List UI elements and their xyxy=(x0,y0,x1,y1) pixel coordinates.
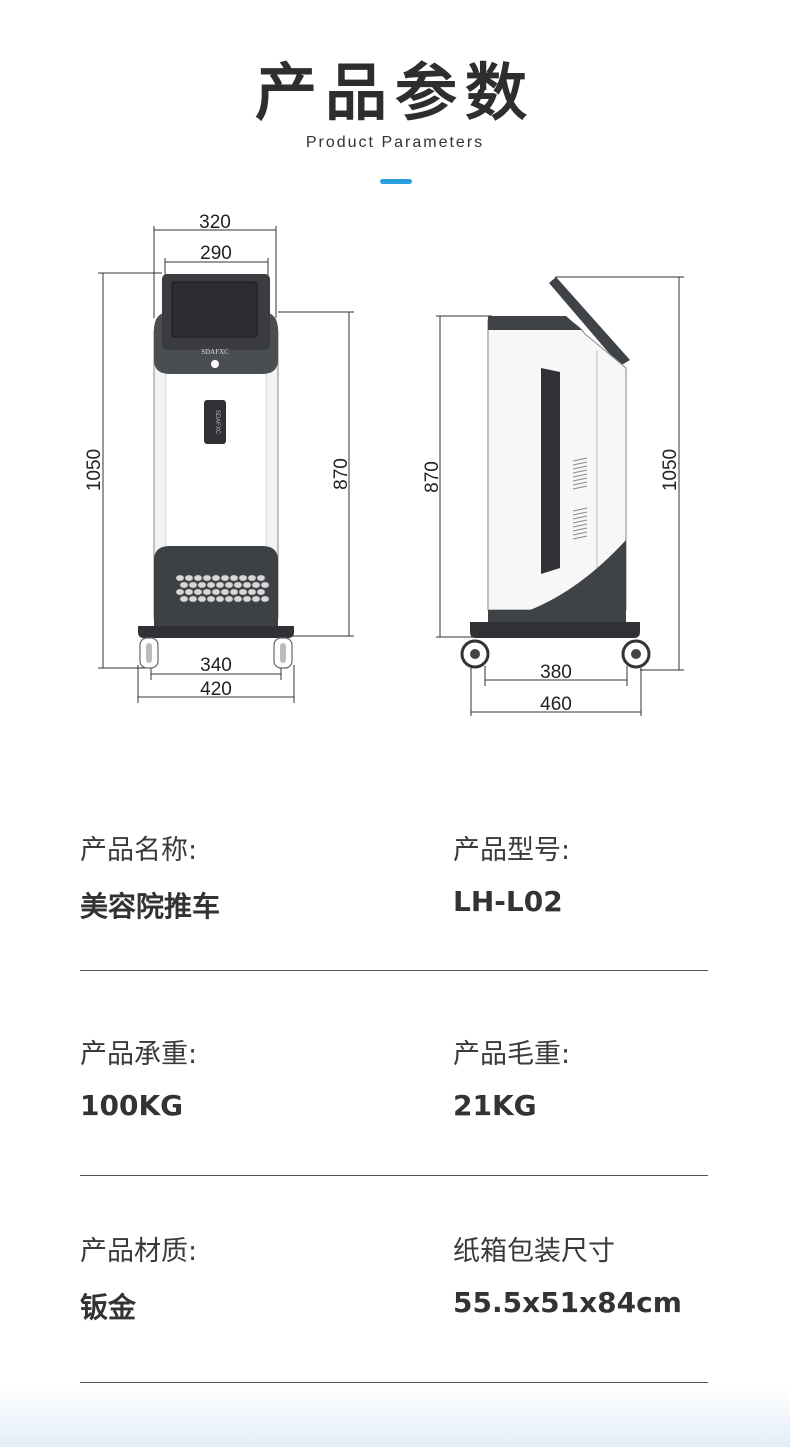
front-dim-height-total: 1050 xyxy=(84,449,105,491)
side-dim-base-inner: 380 xyxy=(540,662,572,683)
divider xyxy=(80,970,708,971)
param-label: 纸箱包装尺寸 xyxy=(453,1236,615,1267)
side-dim-height-body: 870 xyxy=(422,461,443,493)
param-value: 21KG xyxy=(453,1089,537,1122)
side-dim-height-total: 1050 xyxy=(660,449,681,491)
param-carton-size: 纸箱包装尺寸 55.5x51x84cm xyxy=(453,1229,753,1319)
page-title: 产品参数 xyxy=(254,56,535,129)
param-value: 55.5x51x84cm xyxy=(453,1286,682,1319)
front-view: 320 290 340 420 1050 870 SDAFXC SDAFXC xyxy=(84,212,354,703)
front-dim-top-outer: 320 xyxy=(199,212,231,233)
front-dim-base-inner: 340 xyxy=(200,655,232,676)
title-accent-bar xyxy=(380,179,412,184)
side-dim-base-outer: 460 xyxy=(540,694,572,715)
front-brand-label: SDAFXC xyxy=(201,348,229,356)
param-label: 产品承重: xyxy=(80,1039,198,1070)
param-label: 产品型号: xyxy=(453,835,571,866)
param-value: 美容院推车 xyxy=(80,890,221,923)
param-label: 产品毛重: xyxy=(453,1039,571,1070)
svg-text:SDAFXC: SDAFXC xyxy=(214,410,220,435)
front-dim-height-body: 870 xyxy=(331,458,352,490)
param-label: 产品材质: xyxy=(80,1236,198,1267)
param-value: 钣金 xyxy=(80,1291,137,1324)
front-dim-base-outer: 420 xyxy=(200,679,232,700)
dimension-diagram: 320 290 340 420 1050 870 SDAFXC SDAFXC xyxy=(84,212,684,716)
param-gross-weight: 产品毛重: 21KG xyxy=(453,1032,753,1122)
side-view: 870 1050 380 460 xyxy=(422,276,684,716)
param-name: 产品名称: 美容院推车 xyxy=(80,828,380,923)
divider xyxy=(80,1175,708,1176)
param-load: 产品承重: 100KG xyxy=(80,1032,380,1122)
param-label: 产品名称: xyxy=(80,835,198,866)
param-value: 100KG xyxy=(80,1089,184,1122)
param-material: 产品材质: 钣金 xyxy=(80,1229,380,1324)
bottom-gradient xyxy=(0,1387,790,1447)
divider xyxy=(80,1382,708,1383)
param-model: 产品型号: LH-L02 xyxy=(453,828,753,918)
front-dim-top-inner: 290 xyxy=(200,243,232,264)
page-subtitle: Product Parameters xyxy=(305,134,485,151)
param-value: LH-L02 xyxy=(453,885,563,918)
